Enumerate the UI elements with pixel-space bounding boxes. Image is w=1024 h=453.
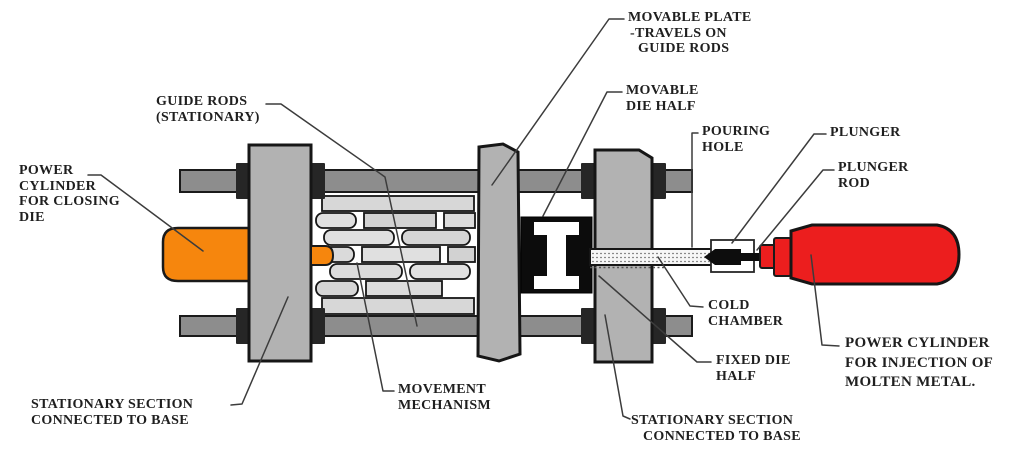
label-line: DIE HALF <box>626 98 696 114</box>
leader-plunger-rod <box>756 169 835 251</box>
label-line: POWER <box>19 163 74 178</box>
leader-fixed-die <box>598 275 712 363</box>
label-line: CONNECTED TO BASE <box>643 428 801 444</box>
movable-plate <box>476 142 522 363</box>
label-line: FIXED DIE <box>716 353 791 368</box>
label-power-cylinder-closing: POWER CYLINDER FOR CLOSING DIE <box>19 163 120 225</box>
label-line: COLD <box>708 298 750 313</box>
leader-injection-cylinder <box>810 254 840 347</box>
label-movement-mechanism: MOVEMENT MECHANISM <box>398 382 491 413</box>
label-line: GUIDE RODS <box>156 94 248 109</box>
label-line: HOLE <box>702 139 744 155</box>
label-line: CONNECTED TO BASE <box>31 412 189 428</box>
leader-guide-rods <box>265 103 418 327</box>
label-line: STATIONARY SECTION <box>631 413 794 428</box>
label-power-cylinder-injection: POWER CYLINDER FOR INJECTION OF MOLTEN M… <box>845 334 993 393</box>
label-line: ROD <box>838 175 871 191</box>
leader-movement-mechanism <box>356 262 395 392</box>
injection-power-cylinder <box>759 223 961 286</box>
leader-stationary-left <box>230 296 289 406</box>
label-movable-plate: MOVABLE PLATE -TRAVELS ON GUIDE RODS <box>628 10 752 57</box>
guide-rod-nuts <box>236 163 666 344</box>
label-movable-die-half: MOVABLE DIE HALF <box>626 83 699 114</box>
movement-mechanism-linkage <box>315 195 476 315</box>
label-line: -TRAVELS ON <box>630 25 727 41</box>
label-guide-rods: GUIDE RODS (STATIONARY) <box>156 94 260 125</box>
label-cold-chamber: COLD CHAMBER <box>708 298 783 329</box>
stationary-plate-left <box>247 143 313 363</box>
die-halves <box>520 216 593 294</box>
plunger-rod <box>741 253 762 261</box>
label-fixed-die-half: FIXED DIE HALF <box>716 353 791 384</box>
closing-power-cylinder <box>161 226 260 283</box>
leader-cold-chamber <box>657 256 704 308</box>
leader-plunger <box>731 133 827 244</box>
leader-movable-die <box>542 91 623 217</box>
label-line: MOVABLE <box>626 83 699 98</box>
label-line: MECHANISM <box>398 397 491 413</box>
label-line: POWER CYLINDER <box>845 335 990 351</box>
label-plunger: PLUNGER <box>830 125 901 141</box>
label-line: MOLTEN METAL. <box>845 374 976 390</box>
label-stationary-section-right: STATIONARY SECTION CONNECTED TO BASE <box>631 413 801 444</box>
label-line: PLUNGER <box>830 125 901 140</box>
label-line: STATIONARY SECTION <box>31 397 194 412</box>
closing-cylinder-rod <box>310 245 335 266</box>
label-line: POURING <box>702 124 771 139</box>
cold-chamber <box>589 248 713 269</box>
label-line: PLUNGER <box>838 160 909 175</box>
label-line: MOVEMENT <box>398 382 486 397</box>
label-line: FOR CLOSING <box>19 194 120 209</box>
leader-pouring-hole <box>691 132 699 248</box>
label-line: GUIDE RODS <box>638 41 730 56</box>
leader-lines <box>87 18 840 420</box>
label-stationary-section-left: STATIONARY SECTION CONNECTED TO BASE <box>31 397 193 428</box>
plunger <box>704 249 741 265</box>
label-line: HALF <box>716 368 757 384</box>
label-plunger-rod: PLUNGER ROD <box>838 160 909 191</box>
label-line: CYLINDER <box>19 178 97 194</box>
leader-stationary-right <box>604 314 631 420</box>
label-pouring-hole: POURING HOLE <box>702 124 770 155</box>
leader-movable-plate <box>491 18 625 186</box>
label-line: MOVABLE PLATE <box>628 10 752 25</box>
label-line: (STATIONARY) <box>156 109 260 125</box>
label-line: DIE <box>19 209 45 225</box>
label-line: FOR INJECTION OF <box>845 354 994 371</box>
leader-closing-cylinder <box>87 174 204 252</box>
label-line: CHAMBER <box>708 313 784 329</box>
